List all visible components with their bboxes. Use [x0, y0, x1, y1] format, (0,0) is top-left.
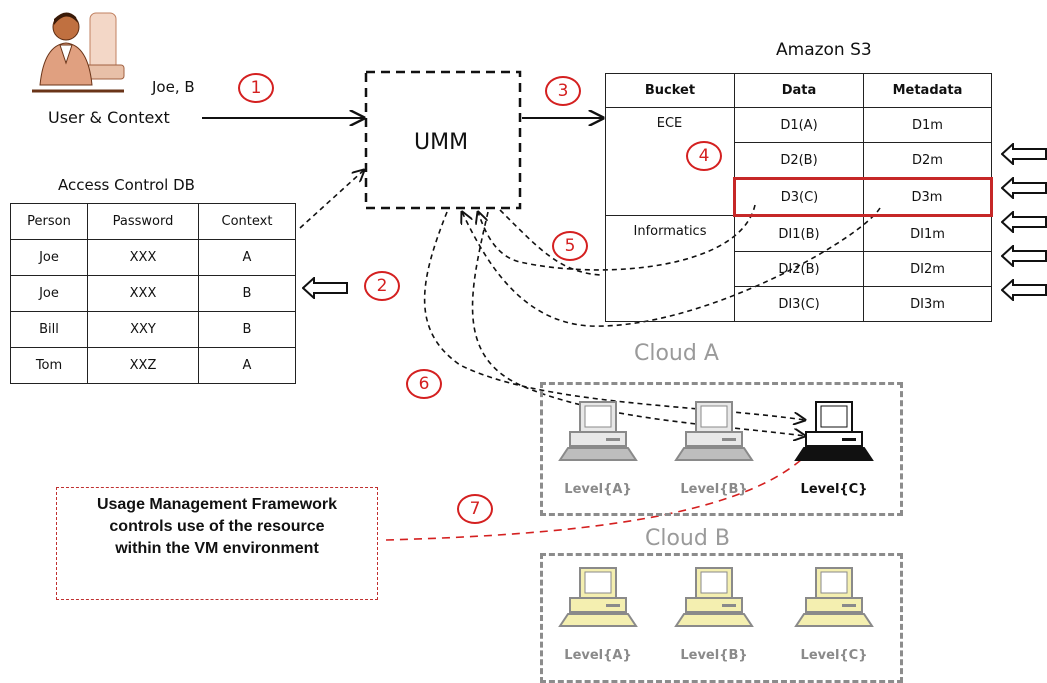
cell: A: [198, 239, 296, 276]
arrow-db-to-umm: [299, 170, 364, 229]
table-header-row: Person Password Context: [10, 203, 296, 240]
table-header-row: Bucket Data Metadata: [605, 73, 992, 108]
s3-title: Amazon S3: [776, 40, 872, 60]
hollow-arrow-icon: [302, 277, 348, 299]
table-row-highlighted: D3(C) D3m: [606, 177, 993, 217]
cloud-a-title: Cloud A: [634, 341, 719, 366]
cloud-b-title: Cloud B: [645, 526, 730, 551]
col-context: Context: [198, 203, 296, 240]
step-3-badge: 3: [545, 76, 581, 106]
table-row: Bill XXY B: [10, 311, 296, 348]
s3-table: Bucket Data Metadata ECE D1(A) D1m D2(B)…: [605, 73, 993, 322]
col-metadata: Metadata: [863, 73, 992, 108]
cell: DI2m: [863, 251, 992, 287]
usage-framework-note: Usage Management Framework controls use …: [56, 487, 378, 600]
step-1-badge: 1: [238, 73, 274, 103]
cell: D3(C): [733, 177, 864, 217]
access-db-title: Access Control DB: [58, 176, 195, 194]
step-5-badge: 5: [552, 231, 588, 261]
col-person: Person: [10, 203, 88, 240]
cell: D1m: [863, 107, 992, 143]
table-row: D2(B) D2m: [606, 142, 992, 179]
computer-icon: [794, 567, 874, 627]
level-label: Level{C}: [800, 648, 868, 663]
cell: XXX: [87, 239, 199, 276]
step-2-badge: 2: [364, 271, 400, 301]
cell: XXZ: [87, 347, 199, 384]
table-row: ECE D1(A) D1m: [605, 107, 992, 216]
col-data: Data: [734, 73, 864, 108]
cell: D3m: [863, 177, 993, 217]
level-label: Level{B}: [680, 482, 748, 497]
cell: DI1(B): [734, 215, 864, 252]
umm-box: [364, 70, 522, 210]
cloud-a-box: [540, 382, 903, 516]
cell: DI3(C): [734, 286, 864, 322]
cell: Joe: [10, 275, 88, 312]
usage-framework-link: [385, 442, 818, 541]
hollow-arrow-icon: [1001, 177, 1047, 199]
curve-umm-to-s3: [499, 209, 601, 276]
computer-icon-active: [794, 401, 874, 461]
cell: DI2(B): [734, 251, 864, 287]
cell: D1(A): [734, 107, 864, 143]
table-row: Tom XXZ A: [10, 347, 296, 384]
hollow-arrow-icon: [1001, 211, 1047, 233]
level-label: Level{A}: [564, 648, 632, 663]
cell: XXX: [87, 275, 199, 312]
user-context-label: User & Context: [48, 108, 170, 127]
bucket-ece: ECE: [605, 107, 735, 216]
note-line-2: controls use of the resource: [109, 518, 325, 535]
table-row: Informatics DI1(B) DI1m: [605, 215, 992, 322]
note-line-1: Usage Management Framework: [96, 496, 338, 513]
computer-icon: [674, 401, 754, 461]
hollow-arrow-icon: [1001, 143, 1047, 165]
cell: Tom: [10, 347, 88, 384]
hollow-arrow-icon: [1001, 245, 1047, 267]
cell: Bill: [10, 311, 88, 348]
computer-icon: [674, 567, 754, 627]
computer-icon: [558, 567, 638, 627]
note-line-3: within the VM environment: [115, 540, 319, 557]
cell: XXY: [87, 311, 199, 348]
curve-umm-to-vm-2: [471, 211, 805, 436]
cloud-b-box: [540, 553, 903, 683]
step-7-badge: 7: [457, 494, 493, 524]
hollow-arrow-icon: [1001, 279, 1047, 301]
user-illustration: [32, 12, 125, 93]
bucket-informatics: Informatics: [605, 215, 735, 322]
cell: DI3m: [863, 286, 992, 322]
cell: A: [198, 347, 296, 384]
step-6-badge: 6: [406, 369, 442, 399]
table-row: DI2(B) DI2m: [606, 251, 992, 287]
level-label: Level{A}: [564, 482, 632, 497]
cell: D2(B): [734, 142, 864, 179]
cell: Joe: [10, 239, 88, 276]
level-label-active: Level{C}: [800, 482, 868, 497]
access-control-table: Person Password Context Joe XXX A Joe XX…: [10, 203, 296, 384]
col-password: Password: [87, 203, 199, 240]
level-label: Level{B}: [680, 648, 748, 663]
computer-icon: [558, 401, 638, 461]
umm-label: UMM: [414, 130, 469, 155]
user-name: Joe, B: [152, 78, 195, 96]
cell: B: [198, 311, 296, 348]
col-bucket: Bucket: [605, 73, 735, 108]
table-row: Joe XXX A: [10, 239, 296, 276]
table-row: Joe XXX B: [10, 275, 296, 312]
cell: B: [198, 275, 296, 312]
table-row: DI3(C) DI3m: [606, 286, 992, 322]
cell: D2m: [863, 142, 992, 179]
cell: DI1m: [863, 215, 992, 252]
